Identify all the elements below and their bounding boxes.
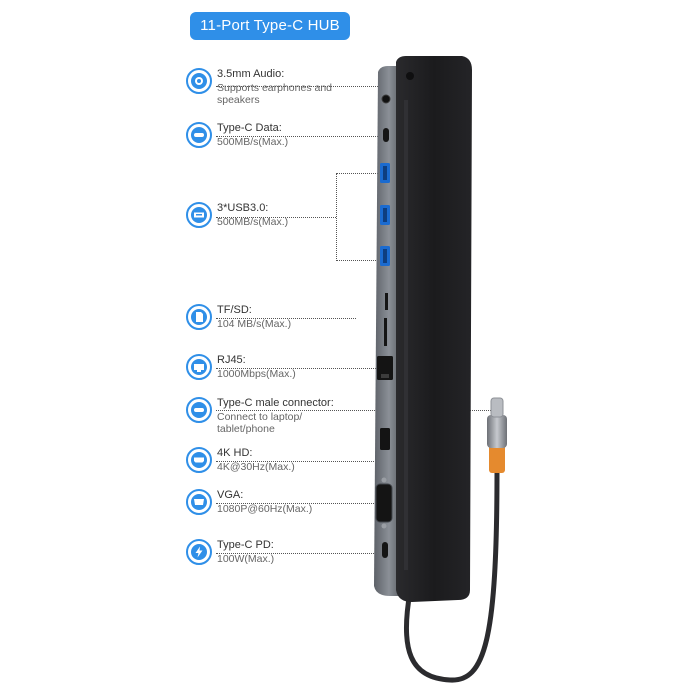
feature-desc: 500MB/s(Max.) xyxy=(217,136,289,148)
leader-type-c-data xyxy=(216,136,382,137)
vga-icon xyxy=(186,489,212,515)
power-icon xyxy=(186,539,212,565)
type-c-icon xyxy=(186,397,212,423)
leader-rj45 xyxy=(216,368,380,369)
leader-audio xyxy=(216,86,384,87)
usb3-port-1-tongue xyxy=(383,166,387,180)
usb-icon xyxy=(186,202,212,228)
hub-top-dot xyxy=(406,72,414,80)
leader-vga xyxy=(216,503,374,504)
feature-desc: 104 MB/s(Max.) xyxy=(217,318,292,330)
feature-desc: 1000Mbps(Max.) xyxy=(217,368,296,380)
feature-vga: VGA: 1080P@60Hz(Max.) xyxy=(186,489,366,529)
feature-audio: 3.5mm Audio: Supports earphones and spea… xyxy=(186,68,366,108)
feature-label: VGA: xyxy=(217,489,244,501)
feature-tf-sd: TF/SD: 104 MB/s(Max.) xyxy=(186,304,366,344)
usb3-port-2-tongue xyxy=(383,208,387,222)
feature-label: RJ45: xyxy=(217,354,246,366)
sd-card-icon xyxy=(186,304,212,330)
leader-usb3-bottom xyxy=(336,260,380,261)
leader-usb3-bracket xyxy=(336,173,337,261)
feature-type-c-pd: Type-C PD: 100W(Max.) xyxy=(186,539,366,579)
leader-type-c-male xyxy=(216,410,501,411)
cable-strain-relief xyxy=(489,445,505,473)
type-c-pd-port xyxy=(382,542,388,558)
cable-connector-housing xyxy=(487,415,507,448)
feature-label: 3.5mm Audio: xyxy=(217,68,285,80)
ethernet-icon xyxy=(186,354,212,380)
vga-screw-bottom xyxy=(381,523,387,529)
feature-label: Type-C Data: xyxy=(217,122,282,134)
sd-slot xyxy=(384,318,387,346)
feature-desc: 1080P@60Hz(Max.) xyxy=(217,503,313,515)
feature-label: TF/SD: xyxy=(217,304,252,316)
feature-desc: 100W(Max.) xyxy=(217,553,275,565)
feature-desc: Supports earphones and speakers xyxy=(217,82,333,106)
feature-label: Type-C male connector: xyxy=(217,397,334,409)
leader-tf-sd xyxy=(216,318,356,319)
usb3-port-3-tongue xyxy=(383,249,387,263)
feature-label: 4K HD: xyxy=(217,447,253,459)
audio-port xyxy=(381,94,391,104)
feature-type-c-data: Type-C Data: 500MB/s(Max.) xyxy=(186,122,366,162)
type-c-icon xyxy=(186,122,212,148)
cable xyxy=(403,467,500,683)
leader-usb3 xyxy=(216,217,336,218)
vga-screw-top xyxy=(381,477,387,483)
hdmi-port xyxy=(380,428,390,450)
tf-slot xyxy=(385,293,388,310)
feature-rj45: RJ45: 1000Mbps(Max.) xyxy=(186,354,366,394)
hub-body xyxy=(396,56,472,602)
audio-jack-icon xyxy=(186,68,212,94)
type-c-plug xyxy=(490,397,504,418)
type-c-data-port xyxy=(383,128,389,142)
feature-label: Type-C PD: xyxy=(217,539,274,551)
title-badge: 11-Port Type-C HUB xyxy=(190,12,350,40)
feature-desc: 500MB/s(Max.) xyxy=(217,216,289,228)
hub-body-highlight xyxy=(404,100,408,570)
feature-desc: Connect to laptop/ tablet/phone xyxy=(217,411,303,435)
rj45-latch xyxy=(381,374,389,378)
hdmi-icon xyxy=(186,447,212,473)
feature-label: 3*USB3.0: xyxy=(217,202,269,214)
feature-4k-hd: 4K HD: 4K@30Hz(Max.) xyxy=(186,447,366,487)
feature-desc: 4K@30Hz(Max.) xyxy=(217,461,295,473)
feature-type-c-male: Type-C male connector: Connect to laptop… xyxy=(186,397,366,437)
leader-4k-hd xyxy=(216,461,380,462)
vga-port xyxy=(375,483,393,523)
leader-usb3-top xyxy=(336,173,380,174)
leader-type-c-pd xyxy=(216,553,380,554)
feature-usb3: 3*USB3.0: 500MB/s(Max.) xyxy=(186,202,366,242)
